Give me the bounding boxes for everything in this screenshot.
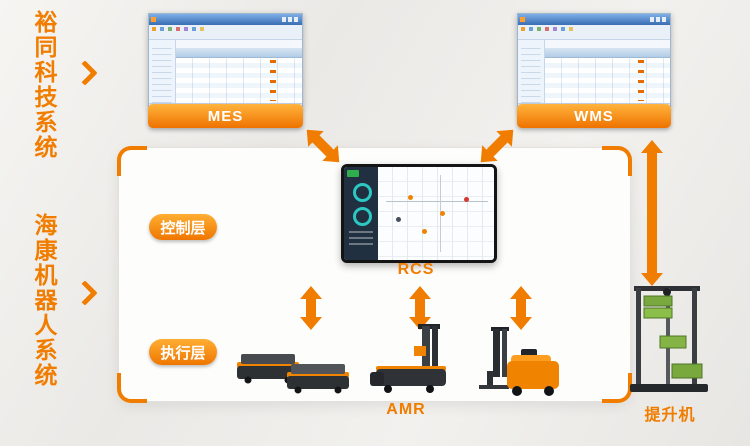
alert-marker-icon — [464, 197, 469, 202]
latent-amr-robots-image — [237, 354, 349, 394]
mes-window-body — [149, 40, 302, 103]
chevron-right-icon — [72, 60, 98, 86]
chevron-right-icon — [72, 280, 98, 306]
mes-banner: MES — [148, 104, 303, 128]
double-arrow-rcs-amr-icon — [510, 286, 532, 330]
wms-window-nav-tree — [518, 40, 545, 103]
rcs-status-badge — [347, 170, 359, 177]
mes-filter-row — [176, 40, 302, 49]
corner-bracket-icon — [602, 146, 632, 176]
rcs-label: RCS — [397, 261, 435, 278]
amr-label: AMR — [386, 401, 426, 418]
toolbar-icons — [152, 27, 156, 31]
stacker-amr-image — [370, 324, 446, 393]
gauge-ring-icon — [353, 183, 372, 202]
wms-banner: WMS — [517, 104, 671, 128]
mes-window-nav-tree — [149, 40, 176, 103]
double-arrow-wms-lifter-icon — [641, 140, 663, 286]
wms-table-rows — [545, 58, 670, 103]
wms-table-header — [545, 49, 670, 58]
robot-marker-icon — [440, 211, 445, 216]
mes-window-toolbar — [149, 25, 302, 40]
bottom-system-vertical-label: 海康机器人系统 — [31, 213, 57, 388]
wms-window-titlebar — [518, 14, 670, 25]
double-arrow-rcs-amr-icon — [300, 286, 322, 330]
map-route-line — [386, 201, 488, 202]
forklift-amr-image — [479, 327, 559, 396]
corner-bracket-icon — [117, 373, 147, 403]
mes-table-rows — [176, 58, 302, 103]
lifter-image — [630, 286, 708, 392]
rcs-screenshot — [341, 164, 497, 263]
rcs-sidebar — [344, 167, 378, 260]
mes-highlighted-column — [270, 60, 276, 101]
wms-window-main — [545, 40, 670, 103]
toolbar-icons — [521, 27, 525, 31]
control-layer-chip: 控制层 — [149, 214, 217, 240]
robot-marker-icon — [408, 195, 413, 200]
mes-window-titlebar — [149, 14, 302, 25]
mes-screenshot — [148, 13, 303, 112]
mes-window-main — [176, 40, 302, 103]
robot-marker-icon — [422, 229, 427, 234]
wms-filter-row — [545, 40, 670, 49]
wms-screenshot — [517, 13, 671, 112]
gauge-ring-icon — [353, 207, 372, 226]
station-marker-icon — [396, 217, 401, 222]
execution-layer-chip: 执行层 — [149, 339, 217, 365]
wms-window-body — [518, 40, 670, 103]
wms-window-toolbar — [518, 25, 670, 40]
rcs-map-view — [378, 167, 494, 260]
mes-table-header — [176, 49, 302, 58]
top-system-vertical-label: 裕同科技系统 — [31, 10, 57, 160]
wms-highlighted-column — [638, 60, 644, 101]
lifter-label: 提升机 — [644, 407, 696, 424]
corner-bracket-icon — [117, 146, 147, 176]
